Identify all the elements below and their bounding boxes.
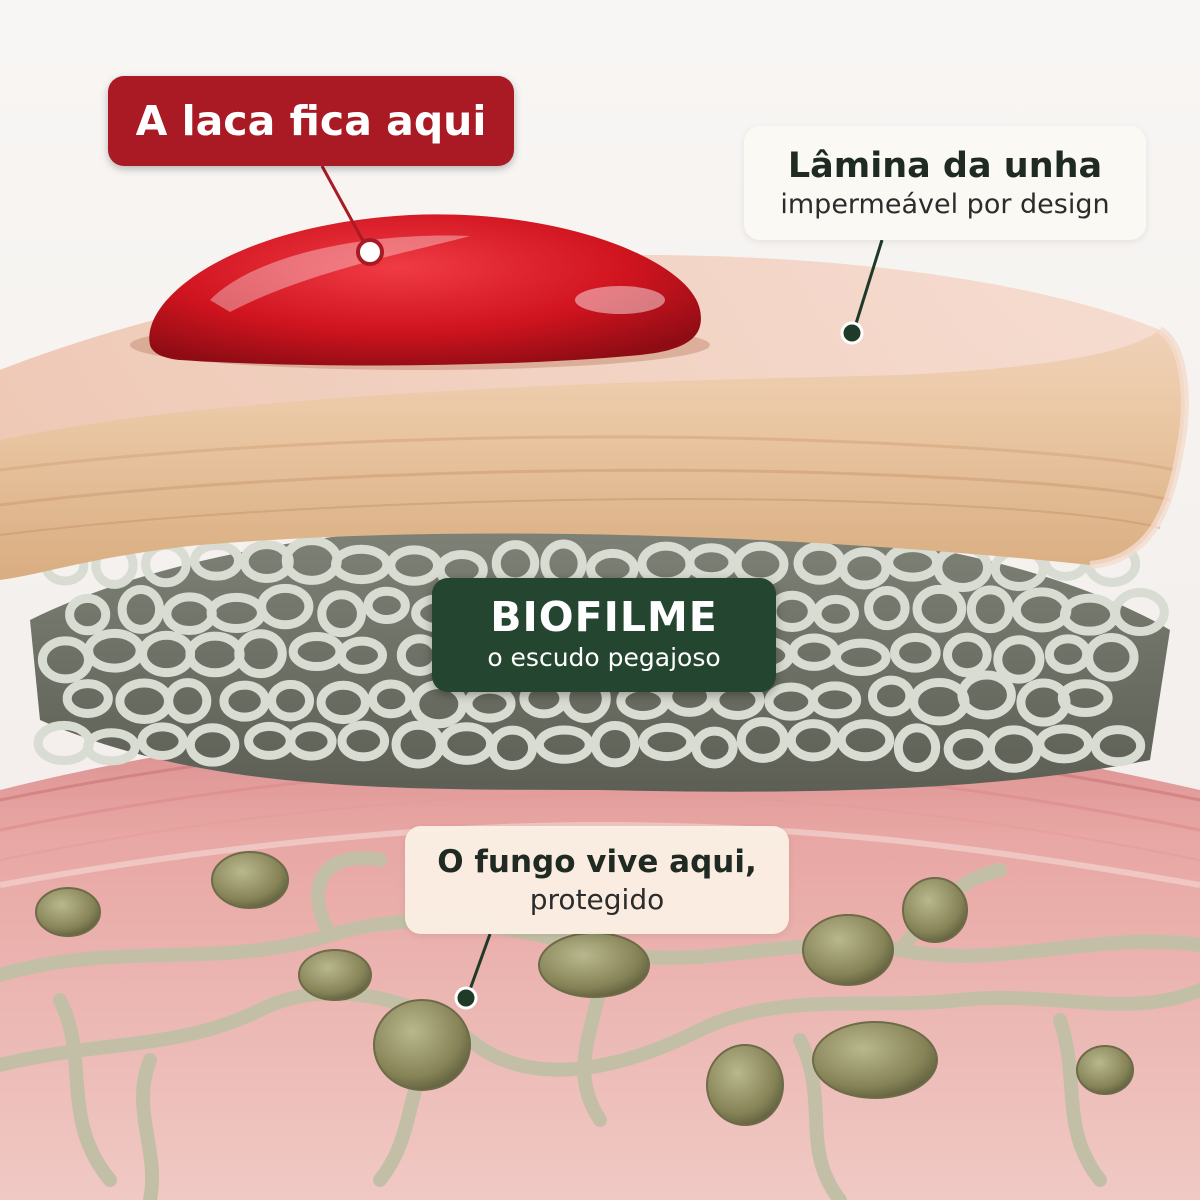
biofilm-cell	[890, 632, 941, 673]
leader-lines	[320, 165, 884, 1010]
biofilm-cell	[786, 719, 840, 762]
nail-plate-pointer	[840, 321, 864, 345]
biofilm-cell	[1111, 588, 1169, 637]
biofilm-cell	[367, 679, 415, 719]
biofilm-cell	[966, 585, 1014, 634]
biofilm-label: BIOFILME o escudo pegajoso	[432, 578, 776, 692]
biofilm-cell	[185, 723, 240, 767]
biofilm-cell	[487, 725, 538, 771]
biofilm-cell	[808, 681, 862, 719]
nail-plate-title: Lâmina da unha	[787, 146, 1103, 186]
biofilm-cell	[912, 584, 967, 633]
biofilm-cell	[317, 590, 366, 638]
lacquer-label: A laca fica aqui	[108, 76, 514, 166]
biofilm-cell	[62, 679, 113, 718]
biofilm-cell	[590, 721, 640, 768]
biofilm-cell	[691, 726, 738, 769]
lacquer-pointer	[356, 238, 384, 266]
biofilm-cell	[234, 629, 287, 679]
biofilm-cell	[286, 722, 337, 761]
biofilm-cell	[638, 722, 696, 762]
biofilm-cell	[267, 679, 315, 722]
nail-plate-label: Lâmina da unha impermeável por design	[744, 126, 1146, 240]
biofilm-cell	[867, 675, 915, 717]
biofilm-cell	[836, 719, 895, 762]
biofilm-cell	[534, 725, 594, 764]
biofilm-cell	[219, 680, 270, 722]
biofilm-cell	[993, 635, 1045, 684]
biofilm-cell	[65, 593, 111, 636]
biofilm-cell	[257, 583, 314, 630]
biofilm-cell	[1084, 632, 1139, 682]
biofilm-cell	[117, 584, 165, 634]
biofilm-subtitle: o escudo pegajoso	[487, 643, 721, 672]
fungus-label: O fungo vive aqui, protegido	[405, 826, 789, 934]
lacquer-label-text: A laca fica aqui	[135, 97, 487, 145]
biofilm-cell	[831, 638, 891, 676]
nail-plate-subtitle: impermeável por design	[780, 189, 1110, 220]
fungus-pointer	[454, 986, 478, 1010]
biofilm-cell	[1090, 725, 1146, 767]
biofilm-cell	[137, 722, 188, 761]
biofilm-cell	[893, 723, 941, 772]
fungus-title: O fungo vive aqui,	[437, 844, 757, 880]
biofilm-cell	[336, 636, 388, 674]
fungus-subtitle: protegido	[529, 883, 665, 916]
biofilm-cell	[164, 678, 212, 724]
biofilm-cell	[190, 540, 244, 581]
biofilm-cell	[1057, 679, 1113, 717]
biofilm-cell	[363, 586, 410, 625]
biofilm-cell	[942, 632, 992, 678]
biofilm-cell	[83, 728, 140, 766]
biofilm-cell	[957, 670, 1016, 720]
biofilm-cell	[812, 594, 859, 633]
biofilm-cell	[316, 680, 370, 725]
biofilm-cell	[337, 720, 390, 762]
biofilm-cell	[864, 585, 910, 631]
biofilm-title: BIOFILME	[490, 593, 718, 641]
lacquer-drop	[130, 214, 710, 370]
biofilm-cell	[1035, 724, 1093, 764]
biofilm-cell	[736, 717, 789, 763]
fungal-spores	[35, 851, 1134, 1126]
